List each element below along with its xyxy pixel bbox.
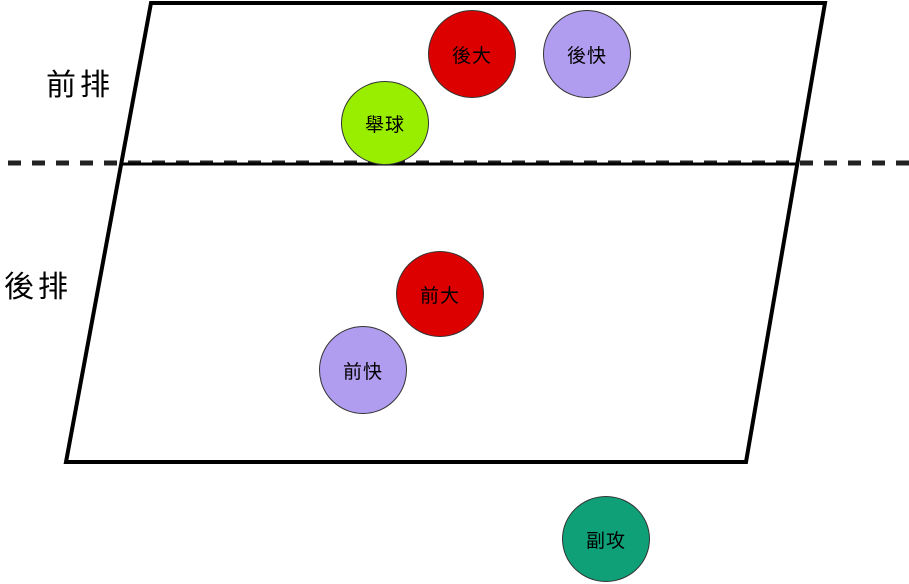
player-back-big: 後大 [428,10,516,98]
player-front-quick: 前快 [319,326,407,414]
player-front-big: 前大 [396,251,484,337]
player-setter: 舉球 [341,81,429,165]
back-row-label: 後排 [4,270,72,305]
court-outline [63,1,828,464]
player-opposite: 副攻 [562,496,650,582]
front-row-label: 前排 [46,68,114,103]
player-back-quick: 後快 [543,10,631,98]
